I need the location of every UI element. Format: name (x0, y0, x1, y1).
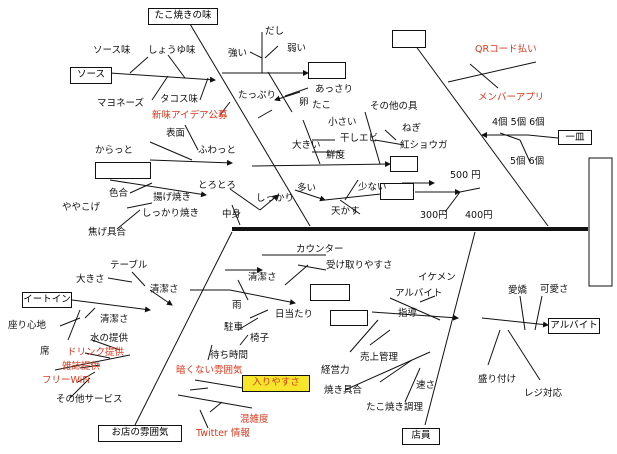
category-taste: たこ焼きの味 (148, 8, 218, 25)
label-color: 色合 (109, 188, 129, 199)
label-counter: カウンター (296, 244, 344, 255)
label-tenkasu: 天かす (331, 206, 360, 217)
category-eatin: イートイン (22, 292, 72, 308)
category-price: 一皿 (558, 130, 592, 145)
bone-taste (189, 23, 311, 227)
label-water: 水の提供 (90, 333, 129, 344)
label-table: テーブル (110, 260, 148, 271)
label-soy-flavor: しょうゆ味 (148, 45, 196, 56)
empty-box-left (95, 162, 151, 179)
label-mayo: マヨネーズ (97, 98, 145, 109)
label-freshness: 鮮度 (326, 150, 346, 161)
label-sales-mgmt: 売上管理 (360, 352, 399, 363)
empty-box-staff (330, 310, 368, 326)
label-easy-receive: 受け取りやすさ (326, 260, 393, 271)
label-negi: ねぎ (402, 123, 422, 134)
label-magazines: 雑誌提供 (62, 361, 101, 372)
label-plating: 盛り付け (478, 374, 517, 385)
label-rain: 雨 (232, 300, 242, 311)
label-guidance: 指導 (398, 308, 418, 319)
label-few: 少ない (358, 182, 387, 193)
empty-box-ingredients (390, 156, 418, 172)
bone-staff (424, 231, 476, 426)
category-atmosphere: お店の雰囲気 (98, 425, 182, 442)
label-burnt: 焦げ具合 (88, 227, 127, 238)
label-firm: しっかり (256, 193, 295, 204)
label-four-five-six: 4個 5個 6個 (492, 117, 545, 128)
label-dried-shrimp: 干しエビ (340, 133, 379, 144)
label-yen400: 400円 (465, 210, 493, 221)
label-light: あっさり (315, 84, 354, 95)
label-inside: 中身 (222, 209, 242, 220)
label-comfort: 座り心地 (8, 320, 47, 331)
label-chair: 椅子 (250, 333, 270, 344)
label-seats: 席 (40, 346, 50, 357)
label-yen500: 500 円 (450, 170, 481, 181)
label-small: 小さい (328, 117, 357, 128)
label-management: 経営力 (321, 365, 350, 376)
label-fried: 揚げ焼き (153, 192, 192, 203)
label-yen300: 300円 (420, 210, 448, 221)
bone-atmosphere (134, 231, 233, 426)
empty-box-counter (310, 284, 350, 301)
label-other-service: その他サービス (56, 394, 123, 405)
label-five-six: 5個 6個 (510, 156, 545, 167)
label-takosu: タコス味 (160, 94, 199, 105)
label-qr: QRコード払い (475, 44, 537, 55)
label-cleanliness3: 清潔さ (100, 314, 129, 325)
category-sauce: ソース (70, 67, 112, 84)
label-sun: 日当たり (275, 309, 314, 320)
label-big: 大きい (292, 140, 321, 151)
label-sauce-flavor: ソース味 (93, 45, 131, 56)
label-twitter: Twitter 情報 (196, 428, 250, 439)
label-slightly-burnt: ややこげ (62, 202, 101, 213)
label-crispy: からっと (95, 145, 134, 156)
label-strong: 強い (228, 48, 248, 59)
label-drink: ドリンク提供 (67, 347, 125, 358)
label-parttime-small: アルバイト (395, 288, 443, 299)
label-many: 多い (297, 183, 317, 194)
category-parttime: アルバイト (548, 318, 600, 334)
label-egg: 卵 (299, 97, 309, 108)
empty-box-top-right (392, 30, 426, 48)
label-cleanliness1: 清潔さ (248, 272, 277, 283)
label-red-ginger: 紅ショウガ (400, 140, 448, 151)
empty-box-egg (308, 62, 346, 79)
label-new-idea: 新味アイデア公募 (152, 110, 228, 121)
label-wait-time: 待ち時間 (210, 350, 249, 361)
label-good-looking: イケメン (418, 272, 456, 283)
label-dashi: だし (265, 26, 285, 37)
label-surface: 表面 (166, 128, 186, 139)
label-speed: 速さ (416, 380, 436, 391)
label-fluffy: ふわっと (198, 145, 237, 156)
label-wifi: フリーWiFi (42, 375, 90, 386)
label-tako-skill: たこ焼き調理 (366, 402, 424, 413)
label-register: レジ対応 (524, 388, 563, 399)
label-member-app: メンバーアプリ (478, 92, 545, 103)
label-plenty: たっぷり (238, 90, 277, 101)
label-weak: 弱い (287, 43, 307, 54)
label-tako: たこ (312, 100, 332, 111)
label-cute: 可愛さ (540, 284, 569, 295)
label-grill-level: 焼き具合 (324, 385, 363, 396)
label-uninviting: 暗くない雰囲気 (176, 365, 243, 376)
label-parking: 駐車 (224, 322, 244, 333)
label-size: 大きさ (76, 274, 105, 285)
empty-box-price (380, 183, 414, 200)
effect-box (588, 157, 613, 287)
label-charm: 愛嬌 (508, 285, 528, 296)
label-other-ingredients: その他の具 (370, 101, 418, 112)
category-ease-of-entry: 入りやすさ (242, 375, 310, 392)
label-cleanliness2: 清潔さ (150, 284, 179, 295)
category-staff: 店員 (402, 428, 440, 445)
label-crowded: 混雑度 (240, 414, 269, 425)
label-firm-fried: しっかり焼き (142, 208, 200, 219)
label-gooey: とろとろ (198, 180, 237, 191)
